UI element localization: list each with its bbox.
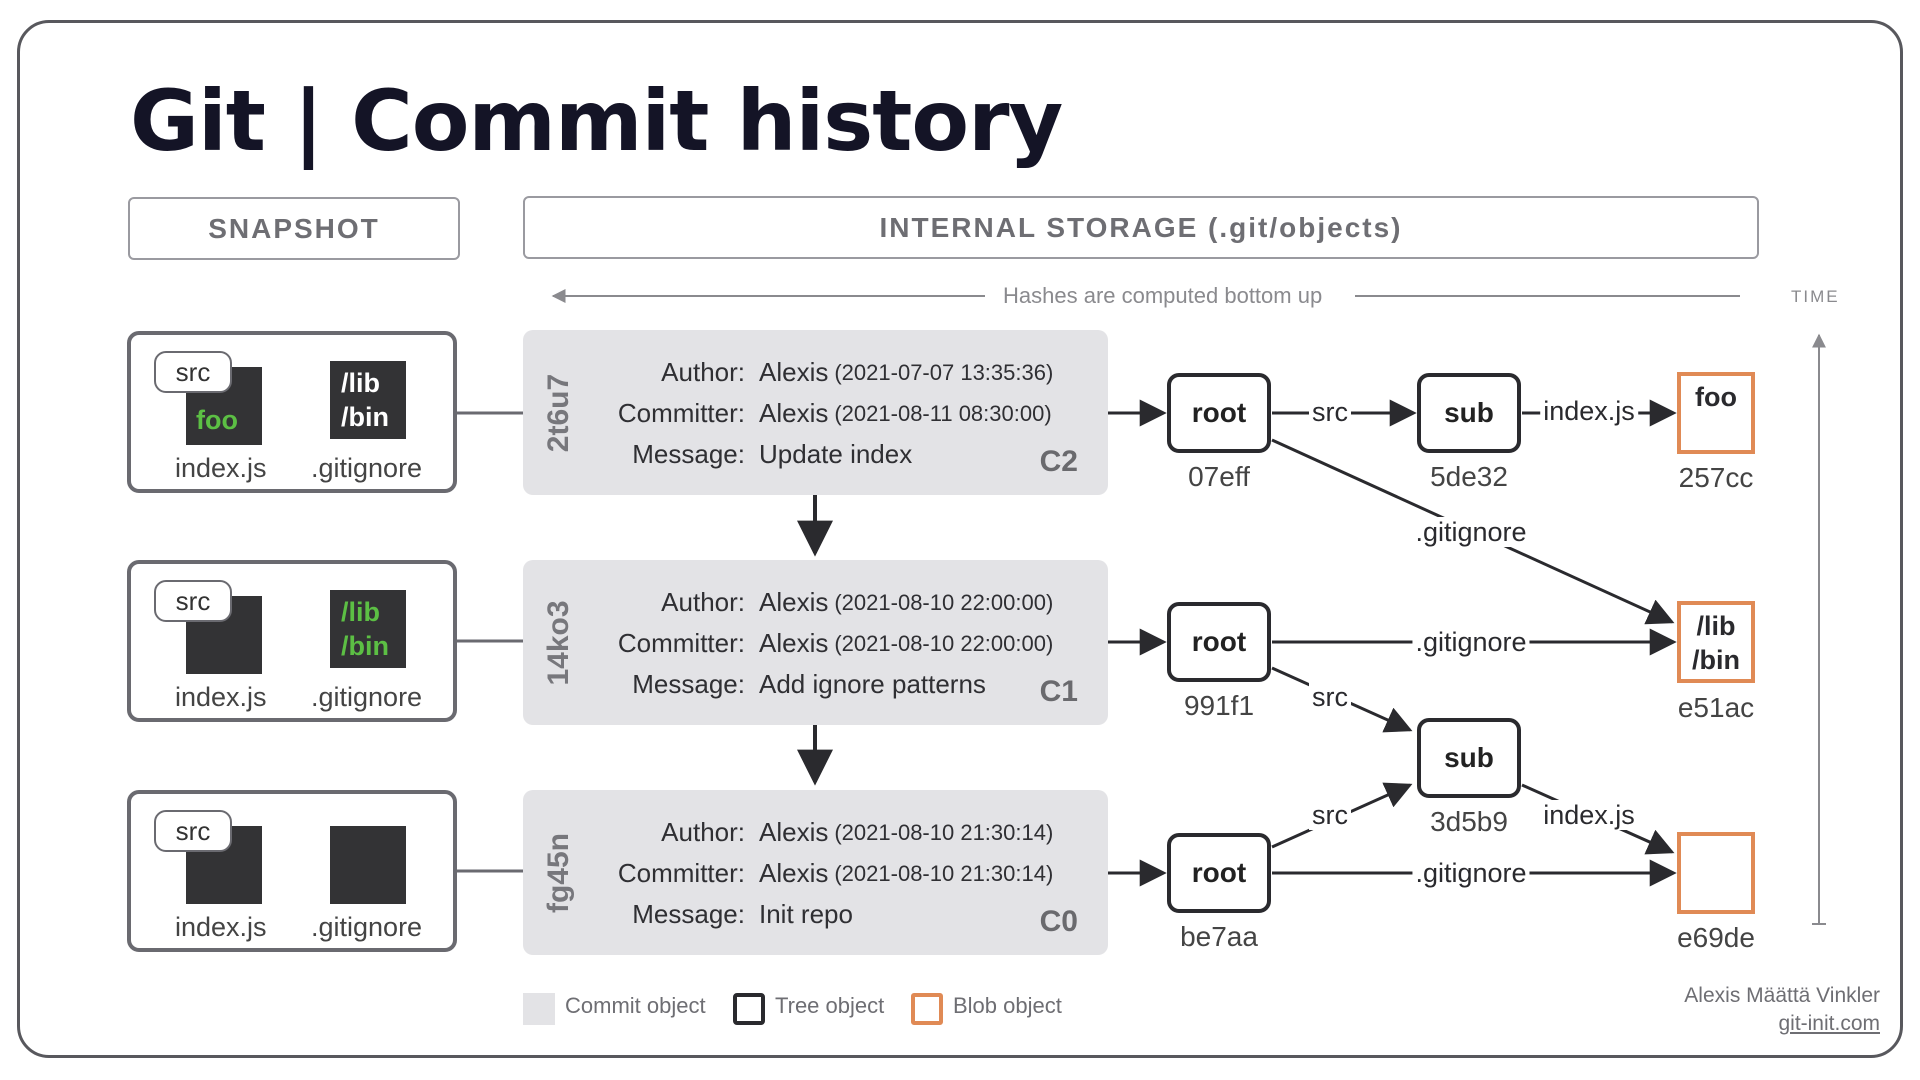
edge-label: .gitignore [1412,858,1530,888]
folder-tag: src [154,580,232,622]
field-key: Message: [632,669,745,699]
field-key: Author: [661,817,745,847]
legend-tree-label: Tree object [775,993,885,1018]
file-name: .gitignore [311,682,423,712]
file-name: index.js [175,682,267,712]
commit-id: C0 [1039,905,1078,938]
field-key: Committer: [617,628,745,658]
snapshot-c0: src index.js .gitignore [127,790,457,952]
field-key: Message: [632,899,745,929]
tree-sub-c2: sub [1417,373,1521,453]
edge-label: src [1309,800,1351,830]
blob-empty [1677,832,1755,914]
folder-tag: src [154,351,232,393]
commit-c2: 2t6u7 Author: Alexis(2021-07-07 13:35:36)… [523,330,1108,495]
file-name: index.js [175,912,267,942]
commit-id: C2 [1039,445,1078,478]
blob-line: /bin [1692,645,1740,675]
author-time: (2021-08-10 21:30:14) [834,819,1054,845]
file-name: .gitignore [311,912,423,942]
blob-hash: e51ac [1677,692,1755,723]
legend-tree-swatch [733,993,765,1025]
edge-label: .gitignore [1412,627,1530,657]
tree-hash: be7aa [1180,921,1258,952]
tree-root-c1: root [1167,602,1271,682]
time-label: TIME [1791,287,1840,306]
edge-label: index.js [1540,800,1638,830]
storage-header: INTERNAL STORAGE (.git/objects) [523,196,1759,259]
commit-hash: 14ko3 [542,599,575,686]
file-name: index.js [175,453,267,483]
legend-commit-swatch [523,993,555,1025]
file-icon: /lib /bin [330,590,406,668]
blob-hash: e69de [1677,922,1755,953]
file-name: .gitignore [311,453,423,483]
file-line: /lib [341,368,380,398]
file-line: /bin [341,631,389,661]
field-key: Message: [632,439,745,469]
committer-time: (2021-08-10 22:00:00) [834,630,1054,656]
tree-sub-shared: sub [1417,718,1521,798]
committer-name: Alexis [759,398,829,428]
author-name: Alexis [759,587,829,617]
commit-id: C1 [1039,675,1078,708]
credit-site-link[interactable]: git-init.com [1778,1012,1880,1035]
blob-line: /lib [1696,611,1736,641]
file-line: /bin [341,402,389,432]
author-time: (2021-08-10 22:00:00) [834,589,1054,615]
field-key: Committer: [617,858,745,888]
credit-author: Alexis Määttä Vinkler [1684,984,1880,1007]
field-key: Committer: [617,398,745,428]
field-key: Author: [661,357,745,387]
committer-name: Alexis [759,628,829,658]
commit-c1: 14ko3 Author: Alexis(2021-08-10 22:00:00)… [523,560,1108,725]
commit-message: Init repo [759,899,853,929]
hashes-note: Hashes are computed bottom up [1003,283,1323,308]
blob-foo: foo [1677,372,1755,454]
edge-label: src [1309,397,1351,427]
diagram-frame [17,20,1903,1058]
legend-blob-swatch [911,993,943,1025]
file-line: /lib [341,597,380,627]
snapshot-c2: foo src /lib /bin index.js .gitignore [127,331,457,493]
tree-hash: 3d5b9 [1430,806,1508,837]
author-name: Alexis [759,357,829,387]
page-title: Git | Commit history [130,72,1063,170]
tree-hash: 07eff [1188,461,1250,492]
file-icon: /lib /bin [330,361,406,439]
committer-time: (2021-08-11 08:30:00) [834,400,1052,426]
commit-hash: 2t6u7 [542,373,575,452]
file-content: foo [196,405,238,435]
blob-hash: 257cc [1678,462,1754,493]
snapshot-c1: src /lib /bin index.js .gitignore [127,560,457,722]
blob-libbin: /lib /bin [1677,601,1755,683]
author-time: (2021-07-07 13:35:36) [834,359,1054,385]
folder-tag: src [154,810,232,852]
commit-message: Add ignore patterns [759,669,986,699]
commit-hash: fg45n [542,832,575,913]
committer-time: (2021-08-10 21:30:14) [834,860,1054,886]
tree-hash: 991f1 [1183,690,1255,721]
tree-hash: 5de32 [1430,461,1508,492]
author-name: Alexis [759,817,829,847]
tree-root-c0: root [1167,833,1271,913]
edge-label: index.js [1540,396,1638,426]
committer-name: Alexis [759,858,829,888]
legend-commit-label: Commit object [565,993,706,1018]
field-key: Author: [661,587,745,617]
legend-blob-label: Blob object [953,993,1062,1018]
snapshot-header: SNAPSHOT [128,197,460,260]
commit-c0: fg45n Author: Alexis(2021-08-10 21:30:14)… [523,790,1108,955]
blob-line: foo [1695,382,1737,412]
edge-label: src [1309,682,1351,712]
tree-root-c2: root [1167,373,1271,453]
file-icon [330,826,406,904]
edge-label: .gitignore [1412,517,1530,547]
commit-message: Update index [759,439,913,469]
